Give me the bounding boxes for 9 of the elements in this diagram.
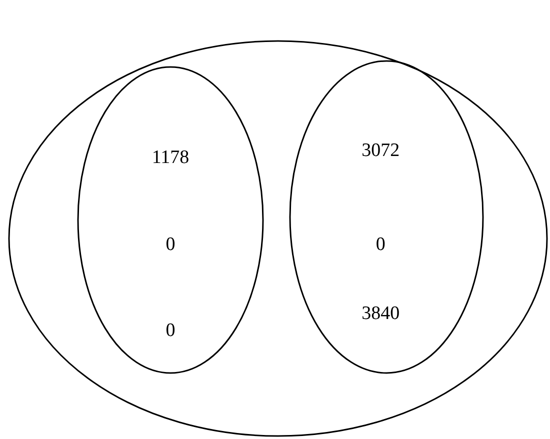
number-label: 0 [376, 234, 386, 256]
number-label: 0 [166, 234, 176, 256]
number-label: 0 [166, 320, 176, 342]
number-label: 3840 [362, 303, 400, 326]
number-label: 3072 [362, 140, 400, 162]
inner-ellipse [77, 66, 264, 374]
inner-ellipse [289, 60, 484, 374]
outer-ellipse [8, 40, 548, 437]
number-label: 1178 [152, 147, 190, 170]
